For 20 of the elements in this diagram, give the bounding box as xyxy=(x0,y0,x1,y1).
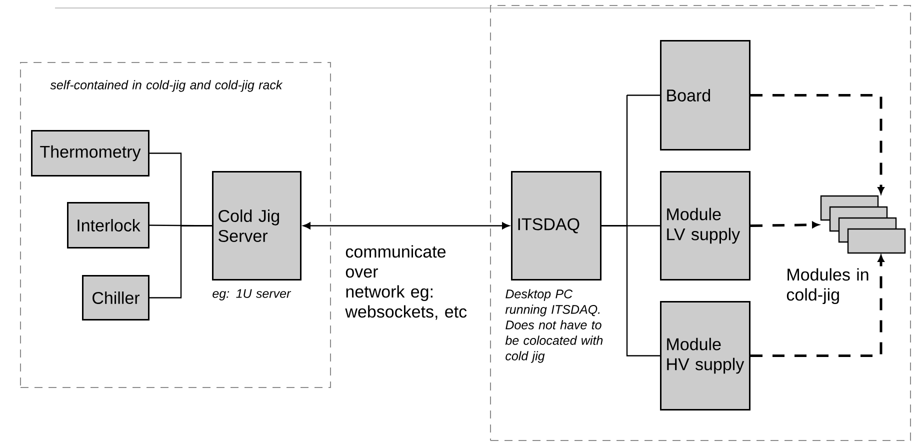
connector-line xyxy=(150,224,212,298)
connector-arrow xyxy=(750,255,884,357)
connector-arrow xyxy=(303,222,510,230)
component-box: Module HV supply xyxy=(660,301,750,410)
component-box: Thermometry xyxy=(31,130,150,176)
component-box: Board xyxy=(660,40,750,150)
component-box: Module LV supply xyxy=(660,171,750,280)
component-box: Interlock xyxy=(67,202,150,248)
component-box: Chiller xyxy=(82,275,150,320)
component-box: ITSDAQ xyxy=(511,171,602,280)
module-stack xyxy=(820,195,906,254)
note-text: eg: 1U server xyxy=(212,289,292,300)
connector-arrow xyxy=(750,94,884,194)
note-text: Desktop PC running ITSDAQ. Does not have to be colocated with cold jig xyxy=(505,289,603,363)
group-frame xyxy=(490,5,911,441)
component-box: Cold Jig Server xyxy=(212,171,302,280)
connector-arrow xyxy=(750,222,819,228)
connector-line xyxy=(602,225,660,356)
note-text: Modules in cold-jig xyxy=(786,268,868,304)
edge-label: communicate over network eg: websockets, etc xyxy=(344,244,468,321)
